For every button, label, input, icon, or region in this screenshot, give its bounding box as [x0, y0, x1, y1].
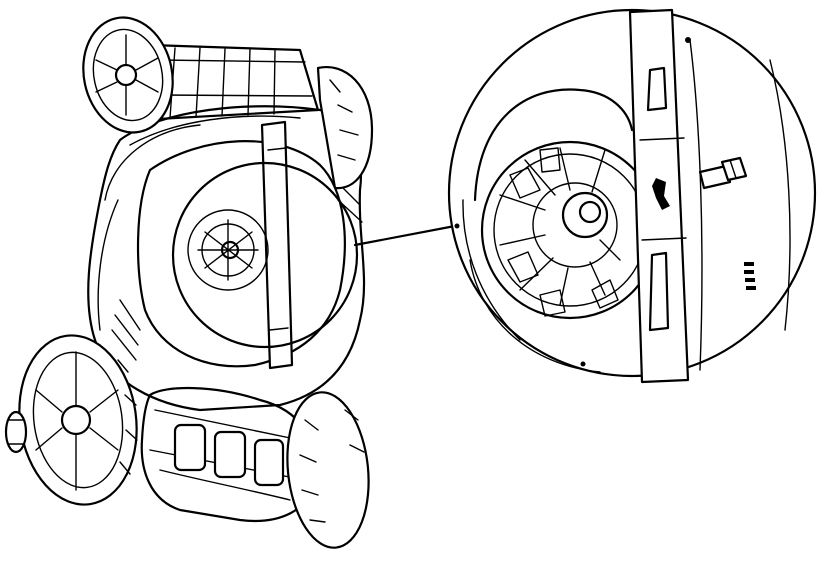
detail-circle: [447, 8, 817, 384]
rear-left-wheel: [82, 16, 174, 134]
front-right-wheel: [286, 391, 370, 549]
handle-knob: [4, 410, 28, 454]
magnify-source-circle: [171, 161, 359, 349]
callout-connector-line: [353, 224, 457, 247]
bolt: [698, 156, 748, 190]
rear-right-wheel: [316, 65, 374, 190]
front-left-wheel: [18, 334, 138, 506]
